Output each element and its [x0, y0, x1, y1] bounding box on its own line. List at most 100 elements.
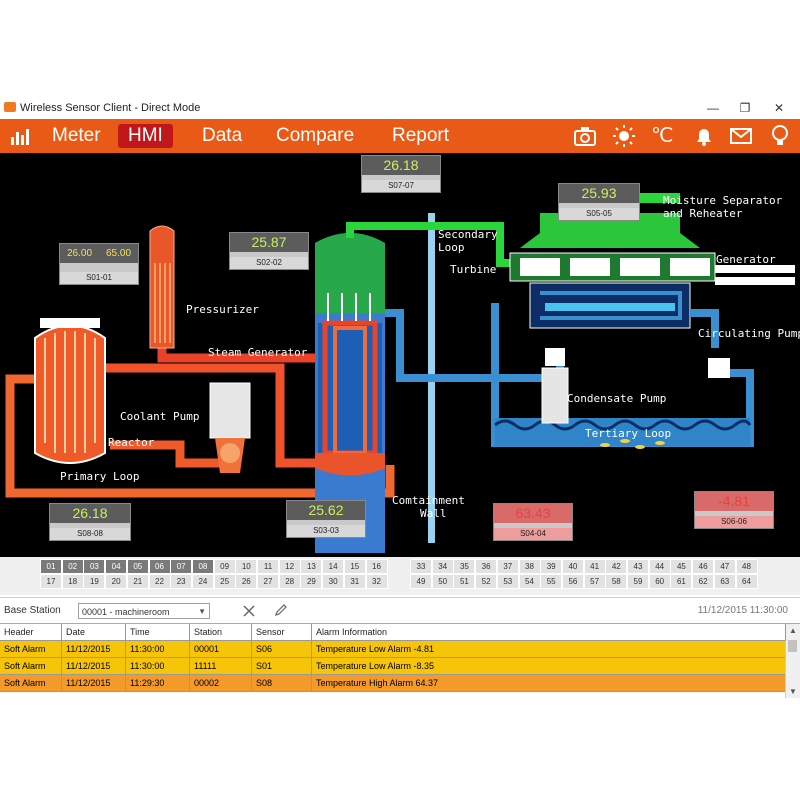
- station-cell-27[interactable]: 27: [257, 574, 279, 589]
- station-cell-54[interactable]: 54: [518, 574, 541, 589]
- station-cell-31[interactable]: 31: [343, 574, 366, 589]
- station-cell-36[interactable]: 36: [475, 559, 498, 574]
- station-cell-07[interactable]: 07: [170, 559, 193, 574]
- station-cell-63[interactable]: 63: [713, 574, 736, 589]
- station-cell-58[interactable]: 58: [605, 574, 628, 589]
- station-cell-49[interactable]: 49: [410, 574, 432, 589]
- base-station-select[interactable]: 00001 - machineroom ▼: [78, 603, 210, 619]
- close-button[interactable]: ✕: [773, 101, 785, 115]
- station-cell-19[interactable]: 19: [83, 574, 106, 589]
- scroll-up-icon[interactable]: ▲: [789, 626, 797, 635]
- station-cell-08[interactable]: 08: [191, 559, 214, 574]
- tab-data[interactable]: Data: [202, 125, 243, 146]
- station-cell-20[interactable]: 20: [105, 574, 128, 589]
- minimize-button[interactable]: —: [707, 101, 719, 115]
- station-cell-38[interactable]: 38: [518, 559, 541, 574]
- column-header[interactable]: Alarm Information: [312, 624, 786, 641]
- station-cell-50[interactable]: 50: [431, 574, 454, 589]
- station-cell-59[interactable]: 59: [627, 574, 649, 589]
- tab-meter[interactable]: Meter: [52, 125, 101, 146]
- table-scrollbar[interactable]: ▲ ▼: [785, 624, 800, 698]
- station-cell-32[interactable]: 32: [365, 574, 388, 589]
- sensor-s08[interactable]: 26.18 S08-08: [49, 503, 131, 541]
- station-cell-46[interactable]: 46: [692, 559, 715, 574]
- station-cell-18[interactable]: 18: [61, 574, 84, 589]
- station-cell-24[interactable]: 24: [191, 574, 214, 589]
- station-cell-21[interactable]: 21: [126, 574, 149, 589]
- station-cell-51[interactable]: 51: [453, 574, 476, 589]
- edit-icon[interactable]: [274, 603, 288, 617]
- clear-icon[interactable]: [242, 604, 256, 618]
- sensor-s06[interactable]: -4.81 S06-06: [694, 491, 774, 529]
- column-header[interactable]: Date: [62, 624, 126, 641]
- station-cell-10[interactable]: 10: [235, 559, 258, 574]
- sensor-s02[interactable]: 25.87 S02-02: [229, 232, 309, 270]
- station-cell-62[interactable]: 62: [692, 574, 715, 589]
- tab-report[interactable]: Report: [392, 125, 450, 146]
- sensor-s03[interactable]: 25.62 S03-03: [286, 500, 366, 538]
- station-cell-53[interactable]: 53: [496, 574, 519, 589]
- sensor-s01[interactable]: 26.00 65.00 S01-01: [59, 243, 139, 285]
- station-cell-61[interactable]: 61: [670, 574, 693, 589]
- station-cell-42[interactable]: 42: [605, 559, 628, 574]
- station-cell-13[interactable]: 13: [300, 559, 323, 574]
- station-cell-03[interactable]: 03: [83, 559, 106, 574]
- station-cell-04[interactable]: 04: [105, 559, 128, 574]
- bell-icon[interactable]: [692, 124, 716, 148]
- bar-chart-icon[interactable]: [10, 126, 30, 146]
- tab-compare[interactable]: Compare: [276, 125, 355, 146]
- station-cell-56[interactable]: 56: [561, 574, 584, 589]
- column-header[interactable]: Sensor: [252, 624, 312, 641]
- station-cell-48[interactable]: 48: [735, 559, 758, 574]
- station-cell-29[interactable]: 29: [300, 574, 323, 589]
- station-cell-55[interactable]: 55: [540, 574, 563, 589]
- station-cell-45[interactable]: 45: [670, 559, 693, 574]
- station-cell-39[interactable]: 39: [540, 559, 563, 574]
- station-cell-12[interactable]: 12: [278, 559, 301, 574]
- station-cell-28[interactable]: 28: [278, 574, 301, 589]
- station-cell-02[interactable]: 02: [61, 559, 84, 574]
- sensor-s05[interactable]: 25.93 S05-05: [558, 183, 640, 221]
- station-cell-44[interactable]: 44: [648, 559, 671, 574]
- camera-icon[interactable]: [573, 124, 597, 148]
- station-cell-11[interactable]: 11: [257, 559, 279, 574]
- station-cell-15[interactable]: 15: [343, 559, 366, 574]
- column-header[interactable]: Station: [190, 624, 252, 641]
- station-cell-17[interactable]: 17: [40, 574, 62, 589]
- maximize-button[interactable]: ❐: [739, 101, 751, 115]
- station-cell-26[interactable]: 26: [235, 574, 258, 589]
- station-cell-06[interactable]: 06: [148, 559, 171, 574]
- station-cell-23[interactable]: 23: [170, 574, 193, 589]
- station-cell-60[interactable]: 60: [648, 574, 671, 589]
- sun-icon[interactable]: [612, 124, 636, 148]
- station-cell-34[interactable]: 34: [431, 559, 454, 574]
- station-cell-16[interactable]: 16: [365, 559, 388, 574]
- station-cell-40[interactable]: 40: [561, 559, 584, 574]
- scroll-thumb[interactable]: [788, 640, 797, 652]
- station-cell-47[interactable]: 47: [713, 559, 736, 574]
- sensor-s04[interactable]: 63.43 S04-04: [493, 503, 573, 541]
- column-header[interactable]: Time: [126, 624, 190, 641]
- station-cell-30[interactable]: 30: [322, 574, 345, 589]
- bulb-icon[interactable]: [768, 124, 792, 148]
- station-cell-43[interactable]: 43: [627, 559, 649, 574]
- station-cell-35[interactable]: 35: [453, 559, 476, 574]
- station-cell-52[interactable]: 52: [475, 574, 498, 589]
- station-cell-14[interactable]: 14: [322, 559, 345, 574]
- station-cell-57[interactable]: 57: [583, 574, 606, 589]
- scroll-down-icon[interactable]: ▼: [789, 687, 797, 696]
- station-cell-09[interactable]: 09: [213, 559, 236, 574]
- column-header[interactable]: Header: [0, 624, 62, 641]
- tab-hmi[interactable]: HMI: [118, 124, 173, 148]
- station-cell-05[interactable]: 05: [126, 559, 149, 574]
- station-cell-64[interactable]: 64: [735, 574, 758, 589]
- station-cell-01[interactable]: 01: [40, 559, 62, 574]
- sensor-s07[interactable]: 26.18 S07-07: [361, 155, 441, 193]
- station-cell-41[interactable]: 41: [583, 559, 606, 574]
- station-cell-22[interactable]: 22: [148, 574, 171, 589]
- station-cell-25[interactable]: 25: [213, 574, 236, 589]
- station-cell-33[interactable]: 33: [410, 559, 432, 574]
- station-cell-37[interactable]: 37: [496, 559, 519, 574]
- celsius-icon[interactable]: ℃: [651, 125, 674, 147]
- mail-icon[interactable]: [729, 124, 753, 148]
